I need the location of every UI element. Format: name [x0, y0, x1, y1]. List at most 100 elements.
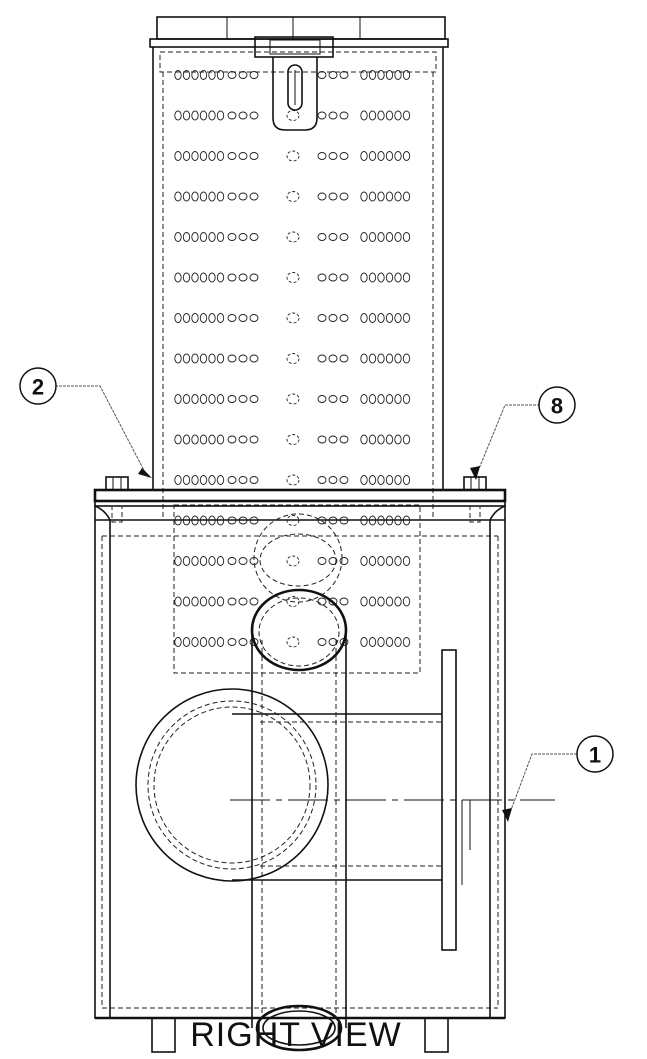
perforation-slot: [199, 596, 208, 607]
perforation-slot: [385, 353, 394, 364]
perforation-slot: [360, 191, 368, 202]
perforation-oval: [328, 273, 338, 282]
perforation-slot: [174, 110, 182, 121]
perforation-oval: [249, 354, 259, 363]
perforation-oval: [317, 354, 327, 363]
perforation-slot: [368, 272, 377, 283]
perforation-slot: [174, 556, 182, 566]
perforation-slot: [385, 434, 394, 445]
perforation-oval: [249, 597, 259, 606]
perforation-slot: [402, 353, 411, 364]
perforation-oval: [317, 476, 327, 484]
perforation-slot: [182, 475, 191, 485]
perforation-oval: [238, 233, 248, 241]
perforation-slot: [368, 110, 377, 121]
perforation-slot: [216, 110, 225, 121]
perforation-slot: [394, 313, 402, 323]
perforation-slot: [394, 353, 402, 364]
perforation-oval: [238, 71, 248, 79]
perforation-oval: [227, 557, 237, 565]
balloon-1-label: 1: [589, 743, 601, 768]
perforation-oval: [249, 395, 259, 403]
perforation-oval: [249, 435, 259, 444]
perforation-slot: [208, 110, 216, 121]
perforation-slot: [191, 272, 199, 283]
perforation-slot: [394, 110, 402, 121]
perforation-oval: [339, 435, 349, 444]
perforation-slot: [394, 475, 402, 485]
perforation-oval: [249, 111, 259, 120]
perforation-oval: [328, 152, 338, 160]
perforation-slot: [199, 475, 208, 485]
perforation-slot: [208, 191, 216, 202]
perforation-slot: [216, 70, 225, 80]
perforation-slot: [182, 272, 191, 283]
perforation-slot: [360, 353, 368, 364]
perforation-slot: [402, 313, 411, 323]
perforation-slot: [216, 353, 225, 364]
perforation-oval: [238, 111, 248, 120]
perforation-slot: [216, 637, 225, 647]
perforation-slot: [208, 353, 216, 364]
perforation-slot: [368, 313, 377, 323]
perforation-oval: [328, 557, 338, 565]
perforation-slot: [191, 475, 199, 485]
perforation-slot: [360, 475, 368, 485]
perforation-slot: [402, 110, 411, 121]
perforation-slot: [385, 596, 394, 607]
perforation-slot: [368, 353, 377, 364]
perforation-slot: [182, 434, 191, 445]
perforation-slot: [368, 637, 377, 647]
perforation-slot: [216, 596, 225, 607]
perforation-slot: [182, 353, 191, 364]
perforation-slot: [377, 191, 385, 202]
perforation-ring: [286, 150, 300, 162]
perforation-oval: [328, 476, 338, 484]
perforation-slot: [191, 596, 199, 607]
perforation-ring: [286, 474, 300, 486]
perforation-slot: [191, 637, 199, 647]
perforation-oval: [339, 557, 349, 565]
perforation-slot: [385, 70, 394, 80]
perforation-oval: [249, 476, 259, 484]
perforation-slot: [216, 151, 225, 161]
perforation-slot: [368, 394, 377, 404]
perforation-slot: [360, 151, 368, 161]
perforation-slot: [385, 110, 394, 121]
perforation-oval: [328, 435, 338, 444]
perforation-oval: [238, 435, 248, 444]
perforation-slot: [394, 596, 402, 607]
perforation-slot: [377, 475, 385, 485]
perforation-oval: [339, 111, 349, 120]
perforation-oval: [328, 111, 338, 120]
perforation-oval: [328, 233, 338, 241]
perforation-slot: [402, 434, 411, 445]
perforation-slot: [208, 556, 216, 566]
perforation-slot: [191, 394, 199, 404]
perforation-slot: [360, 637, 368, 647]
perforation-ring: [286, 393, 300, 405]
perforation-oval: [328, 71, 338, 79]
perforation-oval: [339, 152, 349, 160]
perforation-oval: [317, 314, 327, 322]
perforation-slot: [216, 475, 225, 485]
perforation-oval: [238, 273, 248, 282]
perforation-slot: [182, 394, 191, 404]
perforation-oval: [238, 638, 248, 646]
perforation-slot: [368, 70, 377, 80]
perforation-oval: [227, 435, 237, 444]
callout-2: 2: [19, 367, 152, 479]
perforation-ring: [286, 434, 300, 445]
perforation-slot: [174, 434, 182, 445]
perforation-slot: [191, 232, 199, 242]
perforation-slot: [191, 70, 199, 80]
perforation-slot: [377, 272, 385, 283]
perforation-slot: [402, 191, 411, 202]
perforation-slot: [208, 394, 216, 404]
perforation-slot: [402, 596, 411, 607]
balloon-2: [19, 367, 57, 405]
perforation-oval: [238, 395, 248, 403]
perforation-oval: [238, 152, 248, 160]
perforation-slot: [360, 313, 368, 323]
